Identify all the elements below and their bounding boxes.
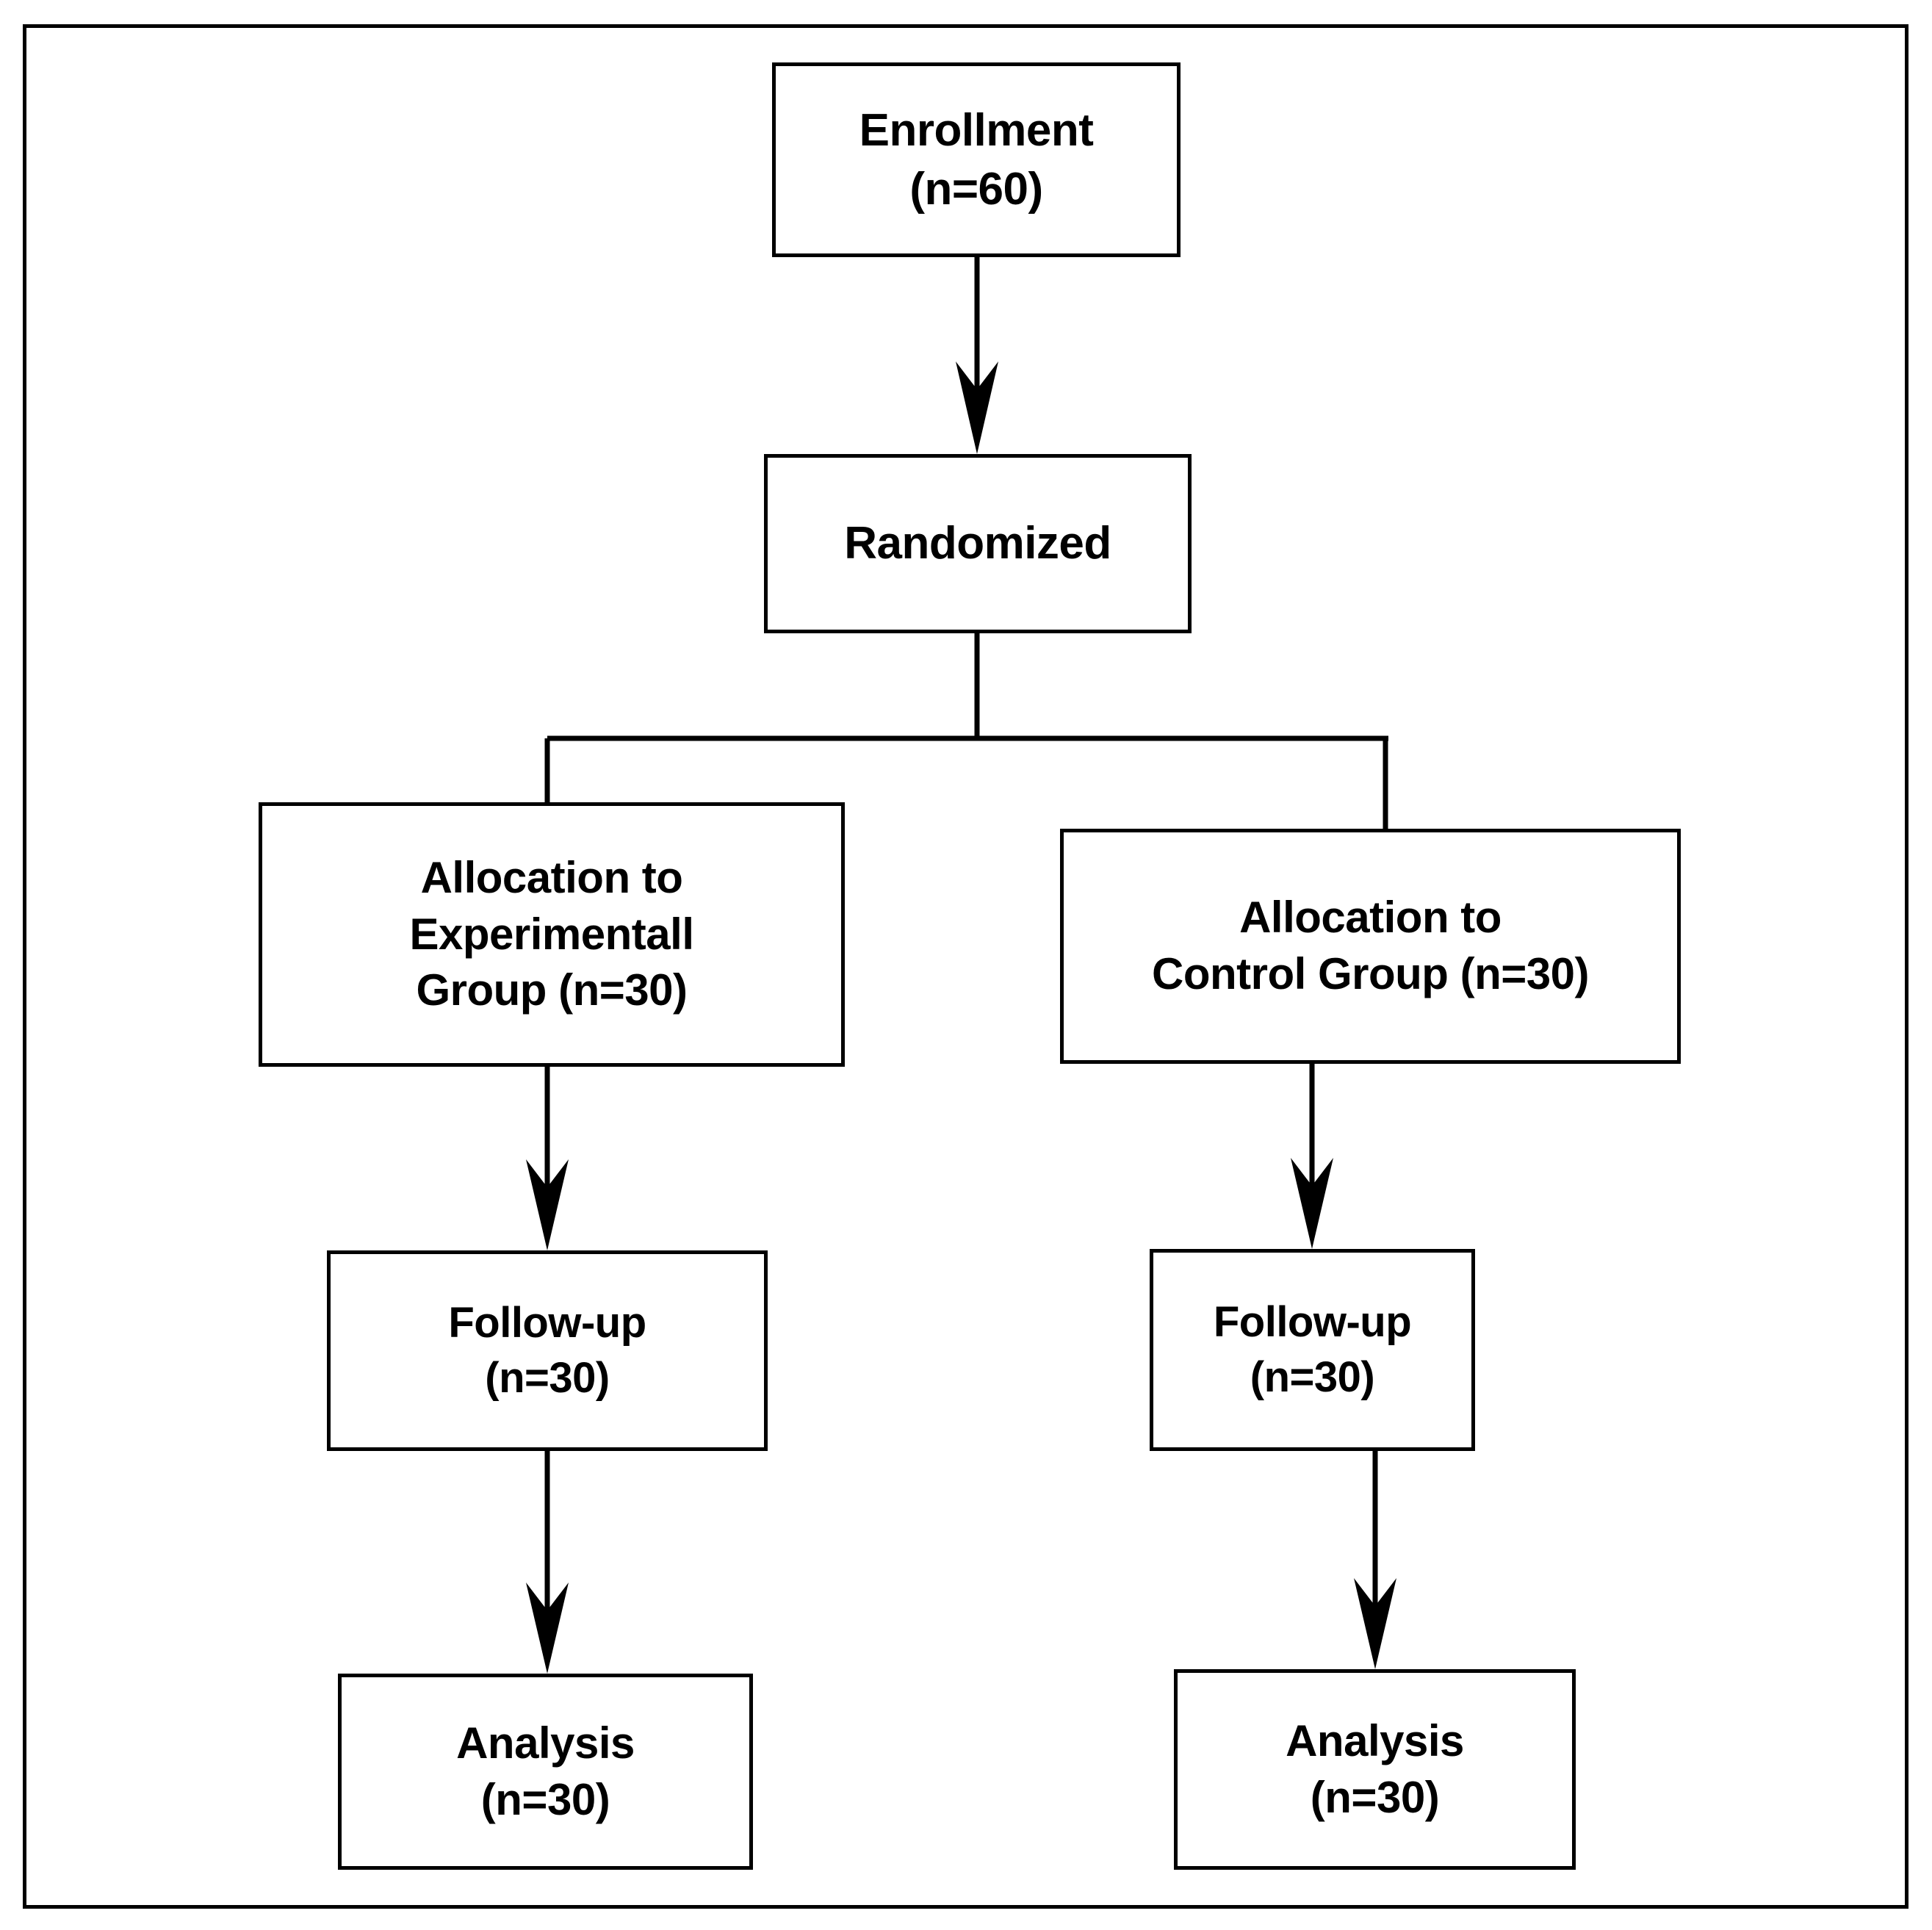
followup-experimental-label: Follow-up [448,1299,646,1347]
enrollment-box[interactable]: Enrollment (n=60) [772,62,1181,257]
followup-experimental-box[interactable]: Follow-up (n=30) [327,1250,768,1451]
analysis-experimental-box[interactable]: Analysis (n=30) [338,1674,753,1870]
allocation-experimental-line-3: Group (n=30) [416,965,688,1015]
allocation-control-line-1: Allocation to [1239,893,1502,943]
enrollment-label: Enrollment [859,105,1094,156]
allocation-experimental-line-2: Experimentall [409,909,695,959]
enrollment-count: (n=60) [909,163,1043,215]
randomized-label: Randomized [844,518,1111,569]
followup-control-label: Follow-up [1213,1298,1412,1347]
analysis-experimental-count: (n=30) [480,1774,610,1824]
followup-control-box[interactable]: Follow-up (n=30) [1150,1249,1475,1451]
analysis-control-count: (n=30) [1310,1772,1440,1822]
randomized-box[interactable]: Randomized [764,454,1192,633]
followup-experimental-count: (n=30) [485,1353,610,1402]
allocation-control-box[interactable]: Allocation to Control Group (n=30) [1060,829,1681,1064]
allocation-control-line-2: Control Group (n=30) [1152,949,1589,998]
allocation-experimental-box[interactable]: Allocation to Experimentall Group (n=30) [259,802,845,1067]
allocation-experimental-line-1: Allocation to [420,852,683,902]
followup-control-count: (n=30) [1250,1353,1375,1401]
analysis-control-box[interactable]: Analysis (n=30) [1174,1669,1576,1870]
analysis-control-label: Analysis [1286,1715,1464,1765]
analysis-experimental-label: Analysis [456,1718,635,1768]
